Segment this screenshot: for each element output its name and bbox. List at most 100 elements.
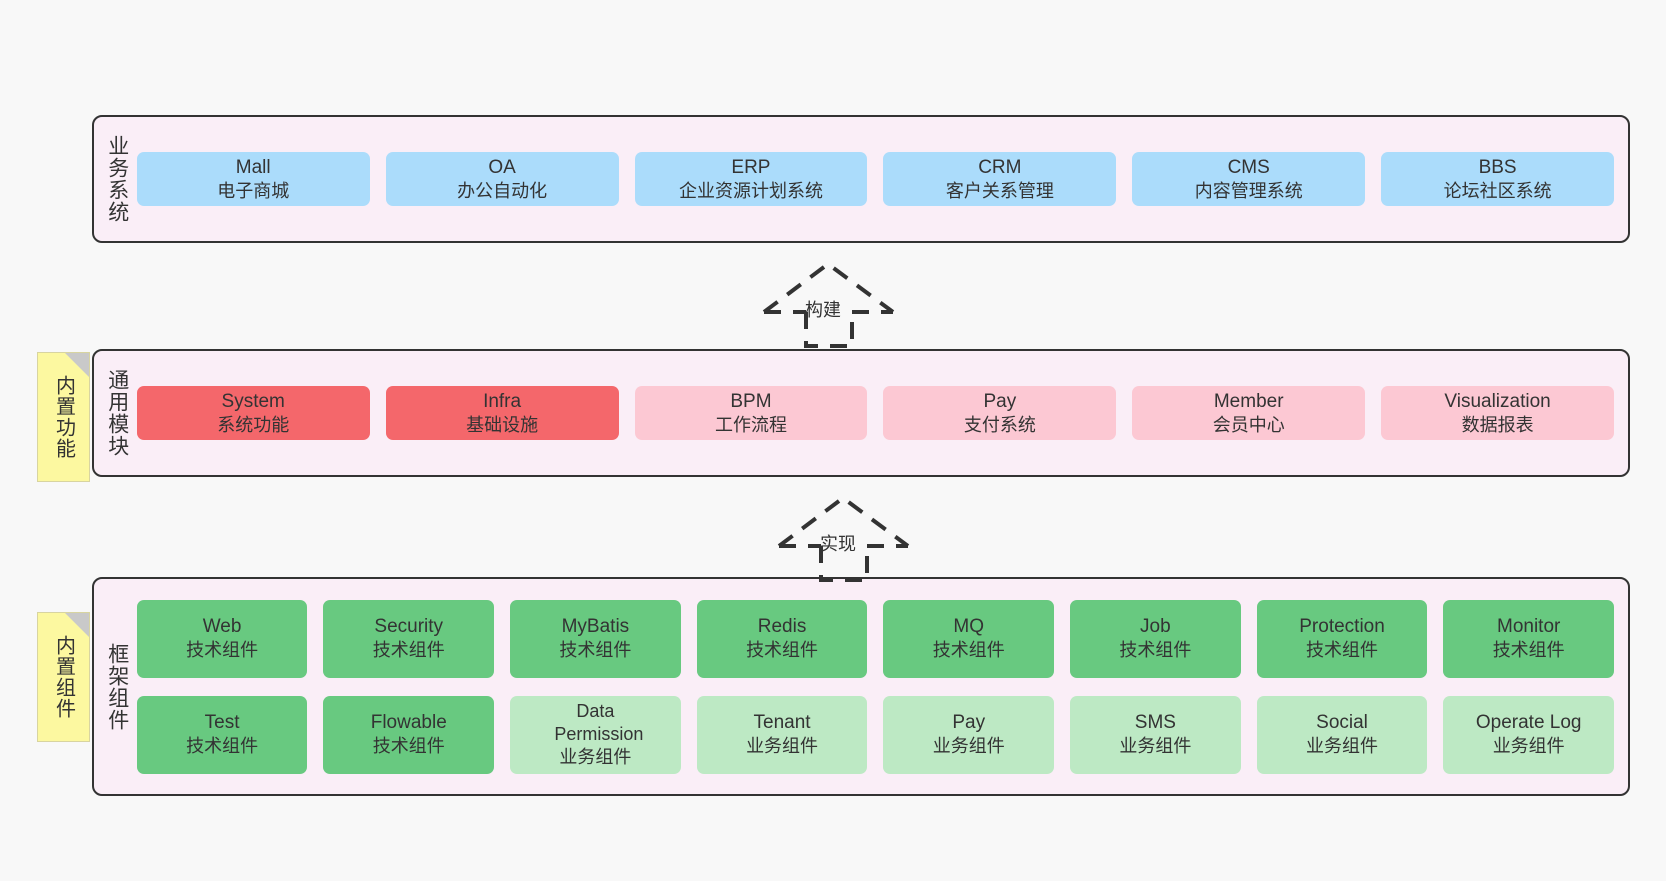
card-bbs[interactable]: BBS 论坛社区系统 — [1381, 151, 1615, 207]
connector-build: 构建 — [760, 258, 900, 348]
card-title-cn: 技术组件 — [186, 736, 259, 757]
card-title-cn: 基础设施 — [466, 414, 539, 435]
card-pay[interactable]: Pay 支付系统 — [883, 385, 1117, 441]
card-title-cn: 办公自动化 — [457, 180, 548, 201]
card-title-cn: 技术组件 — [932, 640, 1005, 661]
card-title-en: BPM — [730, 390, 772, 412]
card-title-en: Redis — [757, 616, 807, 638]
card-erp[interactable]: ERP 企业资源计划系统 — [634, 151, 868, 207]
card-title-cn: 技术组件 — [559, 640, 632, 661]
card-title-en: CMS — [1227, 156, 1270, 178]
card-title-cn: 技术组件 — [186, 640, 259, 661]
card-security[interactable]: Security 技术组件 — [323, 599, 495, 678]
card-cms[interactable]: CMS 内容管理系统 — [1132, 151, 1366, 207]
card-operate-log[interactable]: Operate Log 业务组件 — [1443, 695, 1615, 774]
card-title-en: Tenant — [753, 712, 811, 734]
card-title-en: Infra — [483, 390, 522, 412]
card-job[interactable]: Job 技术组件 — [1070, 599, 1241, 678]
card-title-cn: 技术组件 — [1492, 640, 1565, 661]
card-title-en: Pay — [983, 390, 1017, 412]
card-title-cn: 业务组件 — [559, 746, 632, 767]
note-builtin-components[interactable]: 内置组件 — [37, 612, 90, 742]
card-title-cn: 企业资源计划系统 — [678, 180, 823, 201]
card-title-en: MQ — [953, 616, 985, 638]
card-system[interactable]: System 系统功能 — [136, 385, 370, 441]
card-title-en: Protection — [1299, 616, 1385, 638]
card-title-en: ERP — [731, 156, 771, 178]
card-title-en: BBS — [1478, 156, 1517, 178]
card-crm[interactable]: CRM 客户关系管理 — [883, 151, 1117, 207]
card-web[interactable]: Web 技术组件 — [136, 599, 308, 678]
card-title-cn: 会员中心 — [1212, 414, 1285, 435]
card-bpm[interactable]: BPM 工作流程 — [634, 385, 868, 441]
card-mq[interactable]: MQ 技术组件 — [883, 599, 1055, 678]
card-title-en: Mall — [235, 156, 271, 178]
layer-title-business-systems: 业务系统 — [105, 135, 129, 223]
card-title-en: SMS — [1134, 712, 1176, 734]
card-title-cn: 业务组件 — [746, 736, 819, 757]
card-tenant[interactable]: Tenant 业务组件 — [696, 695, 868, 774]
note-fold-corner-icon — [65, 613, 89, 637]
card-monitor[interactable]: Monitor 技术组件 — [1443, 599, 1615, 678]
card-title-en: OA — [488, 156, 516, 178]
card-title-cn: 技术组件 — [372, 736, 445, 757]
card-sms[interactable]: SMS 业务组件 — [1070, 695, 1241, 774]
card-title-cn: 内容管理系统 — [1194, 180, 1303, 201]
connector-implement-label: 实现 — [820, 534, 856, 554]
note-label: 内置组件 — [52, 635, 75, 719]
card-title-en: Social — [1316, 712, 1368, 734]
layer-title-common-modules: 通用模块 — [105, 369, 129, 457]
card-pay-component[interactable]: Pay 业务组件 — [883, 695, 1055, 774]
card-title-en: Member — [1213, 390, 1284, 412]
card-member[interactable]: Member 会员中心 — [1132, 385, 1366, 441]
note-label: 内置功能 — [52, 375, 75, 459]
card-mall[interactable]: Mall 电子商城 — [136, 151, 370, 207]
card-visualization[interactable]: Visualization 数据报表 — [1381, 385, 1615, 441]
card-title-en: MyBatis — [561, 616, 630, 638]
card-title-cn: 客户关系管理 — [945, 180, 1054, 201]
card-title-en: Visualization — [1444, 390, 1551, 412]
card-row: Web 技术组件 Security 技术组件 MyBatis 技术组件 Redi… — [136, 599, 1615, 678]
card-title-cn: 业务组件 — [1492, 736, 1565, 757]
card-title-cn: 工作流程 — [714, 414, 787, 435]
card-title-cn: 技术组件 — [746, 640, 819, 661]
card-oa[interactable]: OA 办公自动化 — [385, 151, 619, 207]
card-row: Test 技术组件 Flowable 技术组件 Data Permission … — [136, 695, 1615, 774]
card-title-cn: 业务组件 — [932, 736, 1005, 757]
card-title-cn: 支付系统 — [963, 414, 1036, 435]
card-title-en: Pay — [952, 712, 986, 734]
layer-body-framework-components: Web 技术组件 Security 技术组件 MyBatis 技术组件 Redi… — [135, 579, 1628, 794]
layer-business-systems: 业务系统 Mall 电子商城 OA 办公自动化 ERP 企业资源计划系统 CRM… — [92, 115, 1630, 243]
card-redis[interactable]: Redis 技术组件 — [696, 599, 868, 678]
card-mybatis[interactable]: MyBatis 技术组件 — [510, 599, 681, 678]
card-title-en: Monitor — [1497, 616, 1561, 638]
card-title-en: CRM — [978, 156, 1022, 178]
connector-build-arrow-icon — [762, 261, 895, 348]
card-row: System 系统功能 Infra 基础设施 BPM 工作流程 Pay 支付系统… — [136, 385, 1615, 441]
connector-implement-arrow-icon — [777, 495, 910, 582]
connector-build-label: 构建 — [805, 300, 841, 320]
layer-common-modules: 通用模块 System 系统功能 Infra 基础设施 BPM 工作流程 Pay… — [92, 349, 1630, 477]
card-protection[interactable]: Protection 技术组件 — [1256, 599, 1428, 678]
card-data-permission[interactable]: Data Permission 业务组件 — [510, 695, 681, 774]
card-infra[interactable]: Infra 基础设施 — [385, 385, 619, 441]
card-test[interactable]: Test 技术组件 — [136, 695, 308, 774]
layer-body-common-modules: System 系统功能 Infra 基础设施 BPM 工作流程 Pay 支付系统… — [135, 351, 1628, 475]
card-title-en: System — [221, 390, 285, 412]
layer-body-business-systems: Mall 电子商城 OA 办公自动化 ERP 企业资源计划系统 CRM 客户关系… — [135, 117, 1628, 241]
note-builtin-features[interactable]: 内置功能 — [37, 352, 90, 482]
card-flowable[interactable]: Flowable 技术组件 — [323, 695, 495, 774]
layer-framework-components: 框架组件 Web 技术组件 Security 技术组件 MyBatis 技术组件… — [92, 577, 1630, 796]
card-title-cn: 数据报表 — [1461, 414, 1534, 435]
card-title-en: Flowable — [370, 712, 447, 734]
card-title-cn: 业务组件 — [1306, 736, 1379, 757]
card-row: Mall 电子商城 OA 办公自动化 ERP 企业资源计划系统 CRM 客户关系… — [136, 151, 1615, 207]
card-title-en: Web — [202, 616, 242, 638]
card-title-cn: 电子商城 — [217, 180, 290, 201]
card-social[interactable]: Social 业务组件 — [1256, 695, 1428, 774]
card-title-cn: 论坛社区系统 — [1443, 180, 1552, 201]
card-title-cn: 业务组件 — [1119, 736, 1192, 757]
connector-implement: 实现 — [775, 492, 915, 582]
card-title-en: Operate Log — [1475, 712, 1582, 734]
card-title-en: Test — [204, 712, 240, 734]
